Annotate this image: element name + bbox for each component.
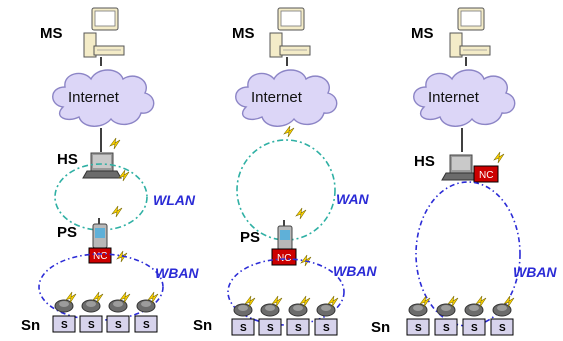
wban-label: WBAN — [513, 264, 557, 280]
sensor-box — [406, 318, 430, 336]
handheld-device-icon — [277, 219, 293, 251]
cloud-label: Internet — [428, 89, 480, 106]
sensor-row: S S S S — [52, 291, 159, 333]
sensor-box — [314, 318, 338, 336]
lightning-bolt-icon — [118, 169, 130, 182]
sensor-label: S — [143, 320, 150, 331]
wlan-ring — [54, 163, 148, 231]
sensor-box — [79, 315, 103, 333]
sensor-box — [231, 318, 255, 336]
wlan-label: WLAN — [153, 192, 196, 208]
sensor-box — [434, 318, 458, 336]
sn-label: Sn — [21, 317, 40, 334]
lightning-bolt-icon — [493, 151, 505, 164]
handheld-device-icon — [92, 217, 108, 249]
sensor-box — [106, 315, 130, 333]
nc-label: NC — [93, 251, 107, 262]
sensor-box — [52, 315, 76, 333]
wan-ring — [236, 139, 336, 241]
nc-box — [88, 247, 112, 264]
wban-label: WBAN — [333, 263, 377, 279]
sn-label: Sn — [371, 319, 390, 336]
sn-label: Sn — [193, 317, 212, 334]
sensor-label: S — [295, 323, 302, 334]
sensor-row: S S S S — [406, 295, 515, 336]
ms-label: MS — [411, 25, 434, 42]
scenario-2: MS Internet WAN PS NC WBAN Sn — [193, 7, 377, 336]
scenario-3: MS Internet HS NC WBAN Sn S S — [371, 7, 557, 336]
sensor-label: S — [88, 320, 95, 331]
desktop-computer-icon — [83, 7, 125, 58]
hs-label: HS — [414, 153, 435, 170]
sensor-label: S — [115, 320, 122, 331]
wban-ring — [415, 181, 521, 327]
wban-label: WBAN — [155, 265, 199, 281]
nc-box — [271, 248, 297, 266]
lightning-bolt-icon — [111, 205, 123, 218]
cloud-label: Internet — [251, 89, 303, 106]
ps-label: PS — [57, 224, 77, 241]
sensor-label: S — [443, 323, 450, 334]
wban-ring — [227, 258, 345, 326]
hs-label: HS — [57, 151, 78, 168]
nc-label: NC — [479, 170, 493, 181]
sensor-box — [286, 318, 310, 336]
sensor-label: S — [267, 323, 274, 334]
ms-label: MS — [232, 25, 255, 42]
sensor-label: S — [415, 323, 422, 334]
sensor-box — [462, 318, 486, 336]
sensor-row: S S S S — [231, 295, 339, 336]
sensor-label: S — [61, 320, 68, 331]
sensor-box — [258, 318, 282, 336]
scenario-1: MS Internet HS WLAN PS NC WBAN Sn — [21, 7, 199, 334]
lightning-bolt-icon — [109, 137, 121, 150]
sensor-box — [134, 315, 158, 333]
desktop-computer-icon — [269, 7, 311, 58]
sensor-label: S — [323, 323, 330, 334]
ms-label: MS — [40, 25, 63, 42]
sensor-box — [490, 318, 514, 336]
sensor-label: S — [471, 323, 478, 334]
nc-box — [473, 165, 499, 183]
lightning-bolt-icon — [295, 207, 307, 220]
sensor-label: S — [240, 323, 247, 334]
lightning-bolt-icon — [283, 125, 295, 138]
desktop-computer-icon — [449, 7, 491, 58]
sensor-label: S — [499, 323, 506, 334]
ps-label: PS — [240, 229, 260, 246]
wan-label: WAN — [336, 191, 370, 207]
cloud-label: Internet — [68, 89, 120, 106]
